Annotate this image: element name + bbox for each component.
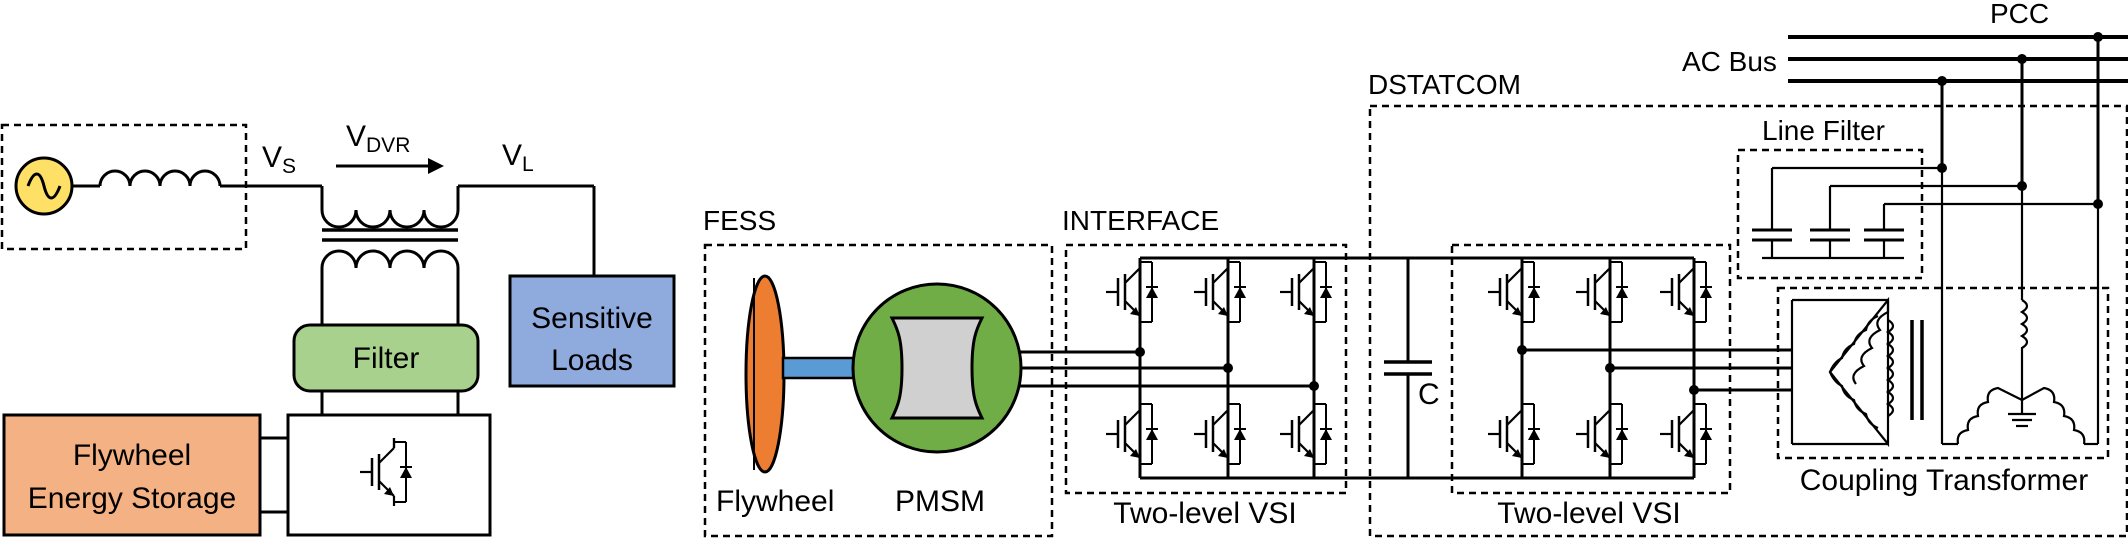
- capacitor-label: C: [1418, 378, 1440, 411]
- pmsm-label: PMSM: [895, 485, 985, 518]
- sensitive-loads-line2: Loads: [551, 344, 633, 377]
- sensitive-loads-box: [508, 274, 676, 388]
- wye-winding-icon: [2019, 299, 2029, 400]
- flywheel-disk-icon: [744, 274, 786, 474]
- flywheel-storage-line1: Flywheel: [73, 439, 191, 472]
- igbt-switch-icon: [1658, 398, 1714, 470]
- vl-label: VL: [502, 139, 534, 176]
- interface-vsi-label: Two-level VSI: [1113, 497, 1296, 530]
- interface-label: INTERFACE: [1062, 205, 1219, 236]
- ac-bus-section: PCC AC Bus: [1682, 0, 2128, 204]
- igbt-switch-icon: [1574, 256, 1630, 328]
- filter-label: Filter: [353, 342, 420, 375]
- line-filter-label: Line Filter: [1762, 115, 1885, 146]
- series-transformer-icon: [320, 186, 460, 229]
- dstatcom-label: DSTATCOM: [1368, 69, 1521, 100]
- flywheel-label: Flywheel: [716, 485, 834, 518]
- fess-box: [703, 243, 1054, 538]
- dstatcom-box: [1368, 104, 2128, 538]
- igbt-switch-icon: [1278, 256, 1334, 328]
- igbt-switch-icon: [1486, 256, 1542, 328]
- vdvr-arrow-icon: [428, 158, 444, 174]
- igbt-switch-icon: [1486, 398, 1542, 470]
- sensitive-loads-line1: Sensitive: [531, 302, 653, 335]
- fess-label: FESS: [703, 205, 776, 236]
- flywheel-storage-line2: Energy Storage: [28, 482, 236, 515]
- igbt-switch-icon: [1658, 256, 1714, 328]
- igbt-switch-icon: [1104, 256, 1160, 328]
- pcc-label: PCC: [1990, 0, 2049, 29]
- ac-bus-label: AC Bus: [1682, 46, 1777, 77]
- shaft-icon: [781, 356, 857, 380]
- coupling-transformer-box: [1776, 286, 2110, 460]
- dstatcom-section: DSTATCOM C Two-level VSI Line Filter: [1368, 69, 2128, 538]
- igbt-switch-icon: [1574, 398, 1630, 470]
- flywheel-storage-box: [2, 413, 262, 537]
- dvr-section: VS VDVR VL Filter Sensitive Loads Flywhe…: [0, 120, 676, 537]
- interface-section: INTERFACE Two-level VSI: [1062, 205, 1408, 530]
- igbt-switch-icon: [1192, 256, 1248, 328]
- vs-label: VS: [262, 141, 296, 178]
- fess-section: FESS Flywheel PMSM: [703, 205, 1314, 538]
- igbt-switch-icon: [1278, 398, 1334, 470]
- source-inductor-icon: [98, 169, 222, 187]
- dstatcom-vsi-label: Two-level VSI: [1497, 497, 1680, 530]
- pmsm-rotor-icon: [889, 316, 985, 420]
- dvr-converter-box: [286, 413, 492, 537]
- delta-winding-icon: [1852, 300, 1890, 385]
- filter-box: [292, 323, 480, 393]
- igbt-switch-icon: [1104, 398, 1160, 470]
- igbt-switch-icon: [1192, 398, 1248, 470]
- coupling-transformer-label: Coupling Transformer: [1800, 464, 2088, 497]
- vdvr-label: VDVR: [346, 120, 410, 157]
